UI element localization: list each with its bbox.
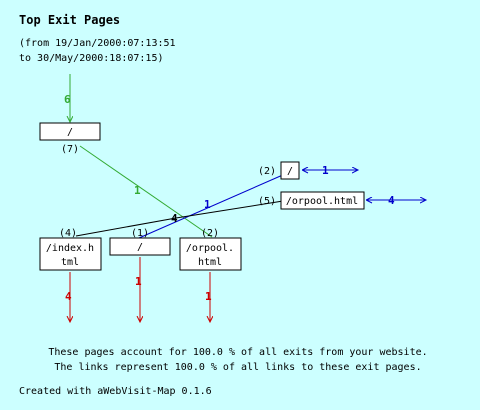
link-slash-count: 1: [204, 198, 211, 211]
entry-page-box[interactable]: [39, 122, 101, 141]
page-title: Top Exit Pages: [19, 13, 120, 27]
exit-page-2-exits: 1: [135, 275, 142, 288]
exit-page-3-label-a: /orpool.: [186, 243, 234, 254]
link-hub-to-orpool-html: [175, 200, 284, 219]
side-page-2-label: /orpool.html: [286, 196, 358, 207]
side-page-2-exits: 4: [388, 194, 395, 207]
date-range-end: to 30/May/2000:18:07:15): [19, 53, 164, 64]
exit-page-3-exits: 1: [205, 290, 212, 303]
date-range-start: (from 19/Jan/2000:07:13:51: [19, 38, 176, 49]
exit-page-3-label-b: html: [198, 257, 222, 268]
side-page-2-box[interactable]: [280, 191, 365, 210]
entry-page-label: /: [67, 127, 73, 138]
exit-page-1-count: (4): [59, 228, 77, 239]
exit-page-3-box[interactable]: [179, 237, 242, 271]
exit-page-1-box[interactable]: [39, 237, 102, 271]
footer-credit: Created with aWebVisit-Map 0.1.6: [19, 386, 212, 397]
footer-exit-share: These pages account for 100.0 % of all e…: [48, 347, 427, 358]
side-page-1-box[interactable]: [280, 161, 300, 180]
link-slash-to-side-slash: [138, 173, 286, 239]
exit-page-2-box[interactable]: [109, 237, 171, 256]
exit-page-1-exits: 4: [65, 290, 72, 303]
exit-page-1-label-a: /index.h: [46, 243, 94, 254]
side-page-2-count: (5): [258, 196, 276, 207]
link-hub-to-index: [75, 217, 177, 237]
side-page-1-count: (2): [258, 166, 276, 177]
hub-count: 4: [171, 212, 178, 225]
exit-page-1-label-b: tml: [61, 257, 79, 268]
side-page-1-label: /: [287, 166, 293, 177]
exit-page-3-count: (2): [201, 228, 219, 239]
link-entry-to-orpool: [79, 145, 213, 238]
link-entry-to-orpool-count: 1: [134, 184, 141, 197]
footer-link-share: The links represent 100.0 % of all links…: [54, 362, 421, 373]
side-page-1-exits: 1: [322, 164, 329, 177]
entry-page-count: (7): [61, 144, 79, 155]
incoming-count: 6: [64, 93, 71, 106]
exit-page-2-label: /: [137, 242, 143, 253]
exit-page-2-count: (1): [131, 228, 149, 239]
